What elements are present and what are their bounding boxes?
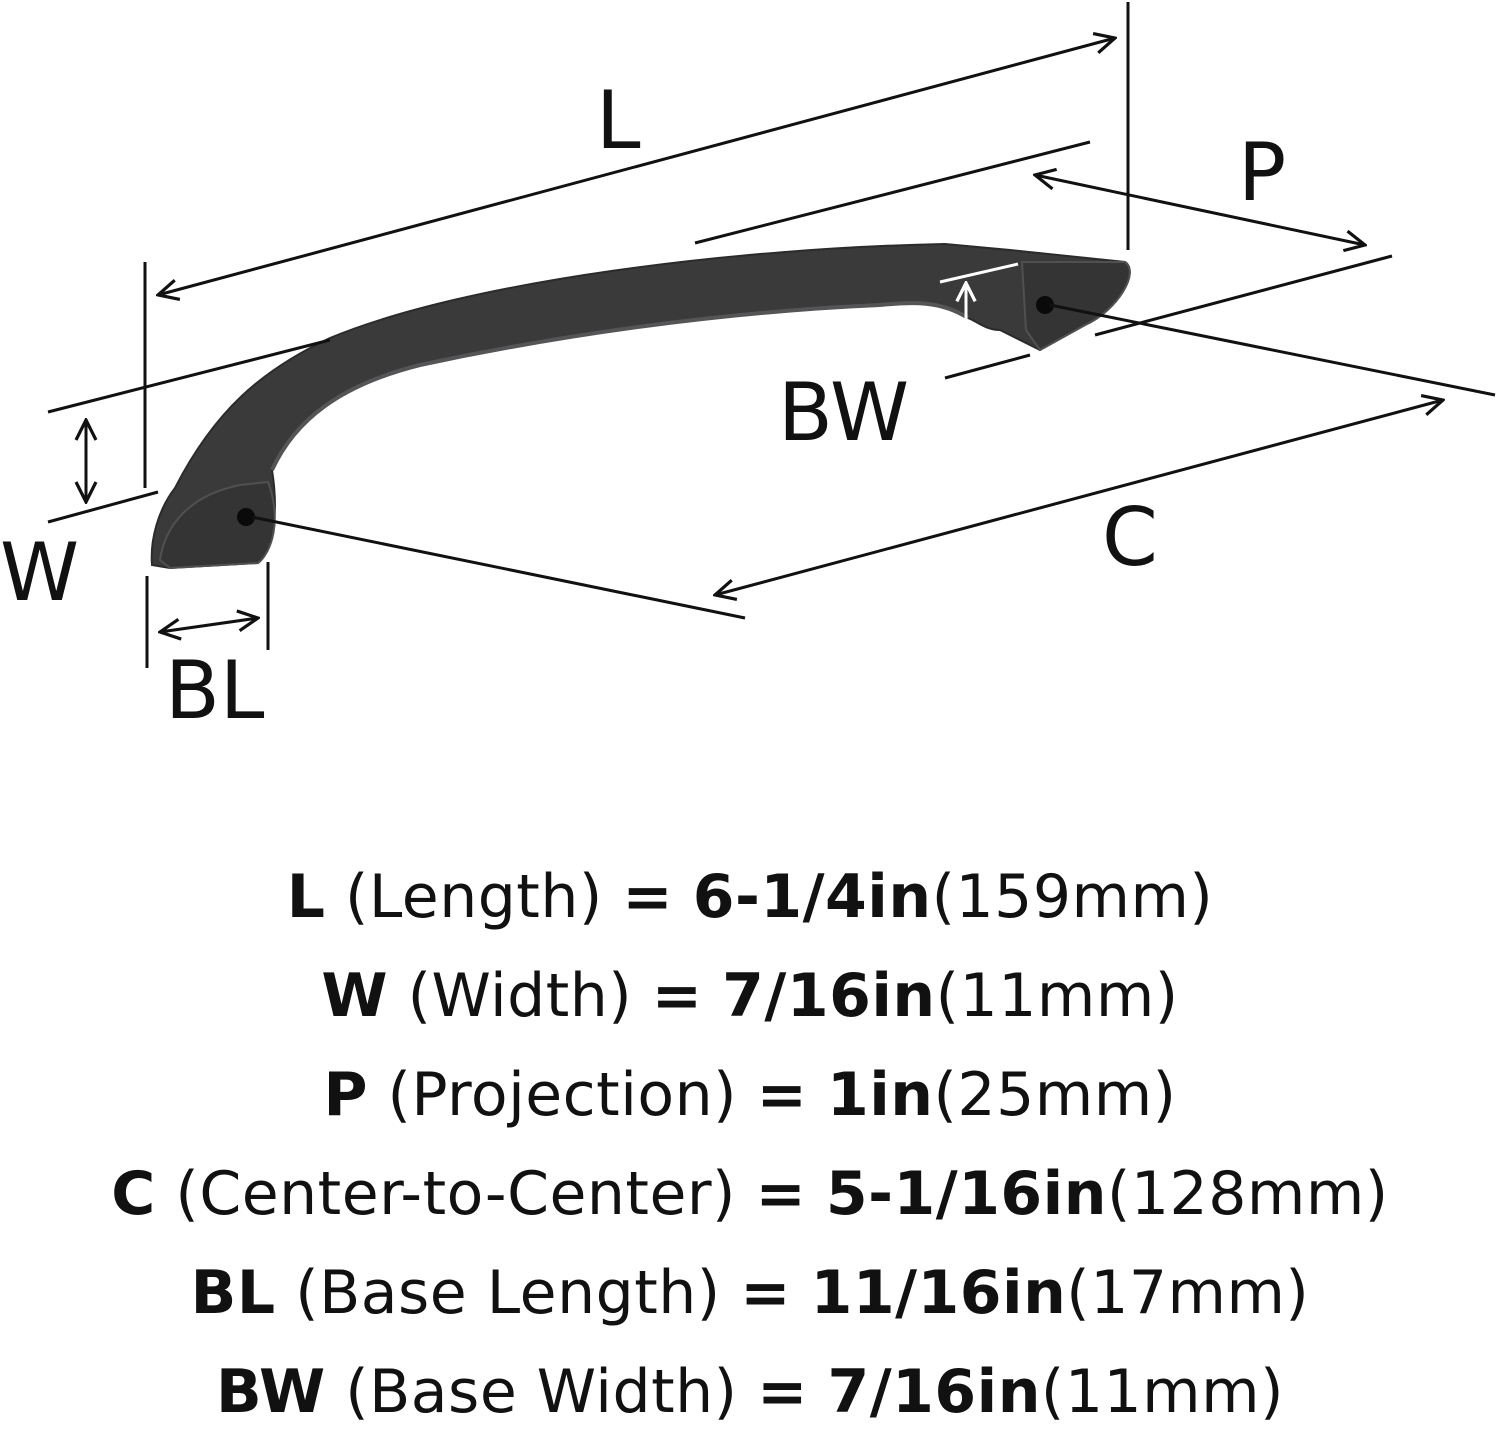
- spec-width: W (Width) = 7/16in(11mm): [0, 947, 1500, 1046]
- spec-code: L: [286, 862, 326, 932]
- spec-equals: =: [756, 1060, 808, 1130]
- spec-name: (Base Width): [345, 1357, 738, 1427]
- specification-list: L (Length) = 6-1/4in(159mm) W (Width) = …: [0, 848, 1500, 1442]
- spec-imperial: 7/16in: [722, 961, 936, 1031]
- spec-code: W: [321, 961, 388, 1031]
- spec-code: BW: [216, 1357, 326, 1427]
- dimension-diagram: L P BW W C BL: [0, 2, 1496, 737]
- spec-imperial: 6-1/4in: [692, 862, 932, 932]
- base-length-dimension-arrow: [160, 618, 258, 632]
- label-W: W: [0, 526, 79, 619]
- spec-code: P: [323, 1060, 368, 1130]
- spec-equals: =: [622, 862, 674, 932]
- spec-length: L (Length) = 6-1/4in(159mm): [0, 848, 1500, 947]
- projection-extension-bottom: [1094, 254, 1393, 337]
- spec-imperial: 1in: [826, 1060, 934, 1130]
- spec-equals: =: [755, 1159, 807, 1229]
- projection-extension-top: [694, 140, 1091, 245]
- left-base-face: [158, 480, 276, 570]
- spec-name: (Projection): [387, 1060, 738, 1130]
- spec-name: (Width): [407, 961, 633, 1031]
- label-BW: BW: [778, 366, 909, 459]
- spec-name: (Center-to-Center): [175, 1159, 736, 1229]
- label-C: C: [1102, 491, 1158, 584]
- length-dimension-arrow: [158, 38, 1115, 295]
- spec-metric: (17mm): [1066, 1258, 1310, 1328]
- spec-metric: (11mm): [935, 961, 1179, 1031]
- spec-name: (Length): [345, 862, 603, 932]
- spec-metric: (11mm): [1040, 1357, 1284, 1427]
- spec-imperial: 11/16in: [810, 1258, 1067, 1328]
- spec-name: (Base Length): [295, 1258, 721, 1328]
- spec-metric: (159mm): [931, 862, 1214, 932]
- spec-projection: P (Projection) = 1in(25mm): [0, 1046, 1500, 1145]
- spec-imperial: 7/16in: [827, 1357, 1041, 1427]
- width-extension-bottom: [47, 490, 159, 524]
- width-extension-top: [47, 338, 331, 414]
- spec-center-to-center: C (Center-to-Center) = 5-1/16in(128mm): [0, 1145, 1500, 1244]
- label-P: P: [1238, 126, 1286, 219]
- base-width-markers: [939, 262, 1019, 360]
- spec-equals: =: [651, 961, 703, 1031]
- base-width-extension-top: [939, 262, 1019, 284]
- spec-base-width: BW (Base Width) = 7/16in(11mm): [0, 1343, 1500, 1442]
- spec-base-length: BL (Base Length) = 11/16in(17mm): [0, 1244, 1500, 1343]
- cabinet-pull-handle: [150, 242, 1131, 570]
- spec-code: BL: [190, 1258, 276, 1328]
- spec-code: C: [111, 1159, 156, 1229]
- spec-equals: =: [740, 1258, 792, 1328]
- handle-inner-edge: [270, 301, 970, 471]
- handle-body: [150, 242, 1131, 570]
- spec-metric: (25mm): [933, 1060, 1177, 1130]
- center-line-left: [251, 515, 746, 620]
- center-line-right: [1049, 303, 1496, 397]
- projection-dimension-arrow: [1035, 175, 1365, 245]
- spec-equals: =: [757, 1357, 808, 1427]
- label-BL: BL: [165, 644, 265, 737]
- left-screw-hole: [237, 508, 255, 526]
- spec-imperial: 5-1/16in: [825, 1159, 1107, 1229]
- center-dimension-arrow: [715, 400, 1443, 595]
- spec-metric: (128mm): [1106, 1159, 1389, 1229]
- label-L: L: [596, 74, 641, 167]
- dimension-lines: [47, 2, 1496, 668]
- base-width-extension-bottom: [944, 353, 1031, 380]
